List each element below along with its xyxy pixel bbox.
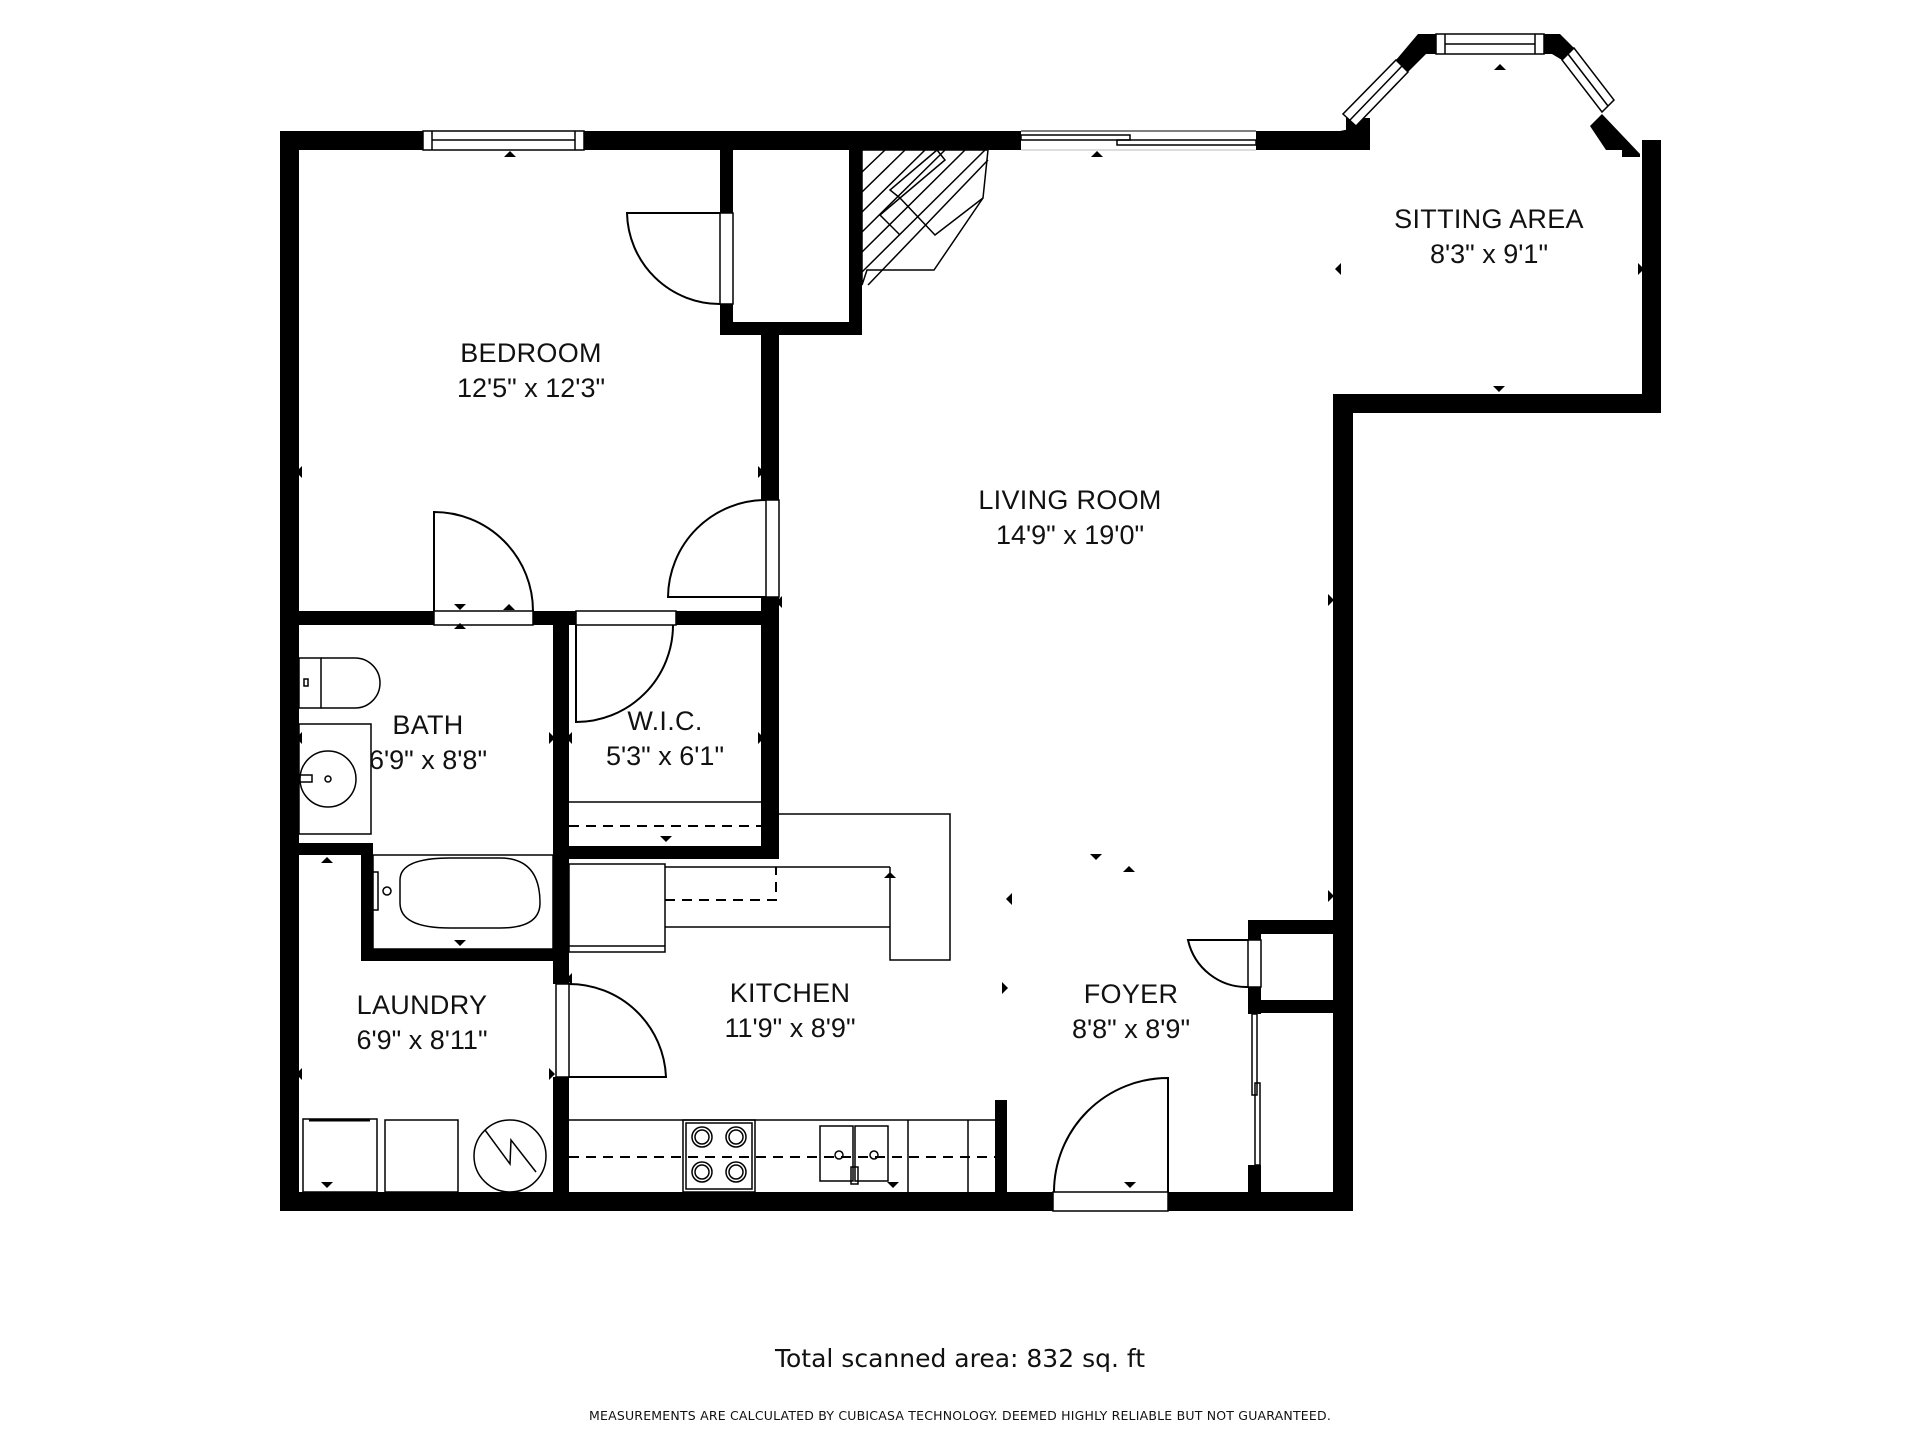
room-name: LAUNDRY — [356, 990, 488, 1020]
room-dimensions: 8'3" x 9'1" — [1429, 239, 1549, 270]
room-name: BEDROOM — [460, 338, 602, 368]
water-heater-icon — [473, 1119, 547, 1193]
room-label-kitchen: KITCHEN 11'9" x 8'9" — [724, 976, 855, 1046]
exterior-walls — [280, 34, 1661, 1211]
double-sink-icon — [819, 1125, 889, 1185]
room-dimensions: 6'9" x 8'8" — [368, 745, 488, 776]
fireplace-icon — [861, 148, 989, 286]
disclaimer-text: MEASUREMENTS ARE CALCULATED BY CUBICASA … — [588, 1408, 1332, 1423]
room-label-wic: W.I.C. 5'3" x 6'1" — [606, 704, 724, 774]
room-name: FOYER — [1083, 979, 1179, 1009]
room-label-foyer: FOYER 8'8" x 8'9" — [1072, 977, 1190, 1047]
room-label-bath: BATH 6'9" x 8'8" — [369, 708, 487, 778]
room-name: KITCHEN — [729, 978, 851, 1008]
total-area-text: Total scanned area: 832 sq. ft — [774, 1344, 1146, 1373]
room-name: LIVING ROOM — [978, 485, 1162, 515]
sink-icon — [295, 723, 372, 835]
room-dimensions: 6'9" x 8'11" — [356, 1025, 488, 1056]
interior-walls — [299, 150, 1353, 1211]
toilet-icon — [298, 657, 381, 709]
room-dimensions: 5'3" x 6'1" — [605, 741, 725, 772]
room-dimensions: 14'9" x 19'0" — [995, 520, 1145, 551]
dryer-icon — [384, 1119, 459, 1193]
kitchen-cabinets — [568, 813, 995, 1192]
dimension-markers — [296, 64, 1644, 1188]
room-label-sitting-area: SITTING AREA 8'3" x 9'1" — [1394, 202, 1584, 272]
washer-icon — [302, 1118, 378, 1193]
room-label-laundry: LAUNDRY 6'9" x 8'11" — [356, 988, 487, 1058]
room-label-living-room: LIVING ROOM 14'9" x 19'0" — [978, 483, 1161, 553]
room-name: SITTING AREA — [1394, 204, 1584, 234]
bedroom-window — [422, 130, 585, 151]
room-dimensions: 8'8" x 8'9" — [1071, 1014, 1191, 1045]
sliding-door — [1020, 130, 1257, 151]
room-name: W.I.C. — [627, 706, 703, 736]
room-dimensions: 11'9" x 8'9" — [724, 1013, 856, 1044]
room-name: BATH — [392, 710, 464, 740]
stove-icon — [682, 1119, 756, 1193]
wic-shelf — [569, 801, 761, 827]
bay-windows — [1341, 33, 1615, 128]
bathtub-icon — [369, 854, 554, 950]
room-dimensions: 12'5" x 12'3" — [456, 373, 606, 404]
doors — [433, 212, 1262, 1212]
room-label-bedroom: BEDROOM 12'5" x 12'3" — [457, 336, 605, 406]
